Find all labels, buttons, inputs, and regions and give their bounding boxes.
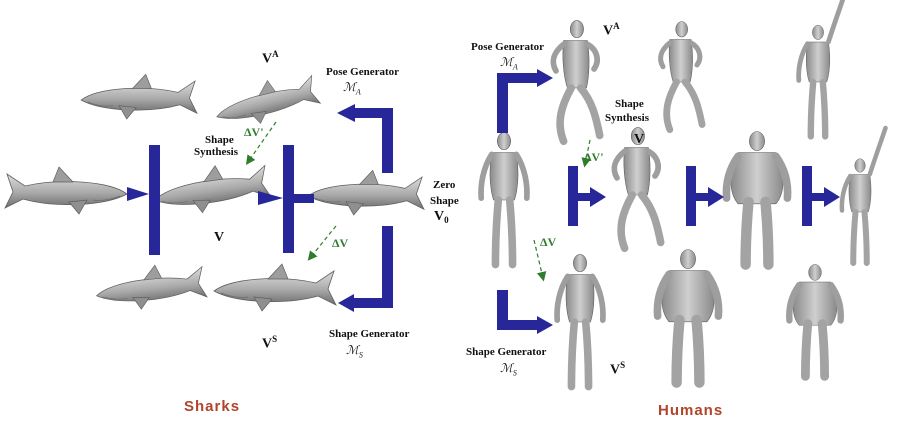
sharks-title: Sharks [184, 398, 240, 415]
sharks-pose-generator-model: ℳA [343, 80, 361, 96]
humans-delta-v-prime-label: ΔV' [584, 150, 604, 165]
humans-synth-example-2 [842, 128, 886, 263]
sharks-zero-label: Zero [433, 179, 455, 191]
humans-shape-example-2 [789, 264, 840, 376]
sharks-v-label: V [214, 230, 224, 246]
sharks-delta-v-prime-label: ΔV' [244, 125, 264, 140]
sharks-zero-shape-shark [308, 170, 424, 215]
sharks-shape-generator-model: ℳS [346, 343, 363, 359]
humans-bracket-1 [568, 166, 606, 226]
humans-title: Humans [658, 402, 723, 419]
humans-pose-example-1 [661, 22, 702, 130]
sharks-v0-label: V0 [434, 209, 449, 225]
humans-va-label: VA [603, 21, 620, 40]
sharks-shape-generator-label: Shape Generator [329, 328, 409, 340]
sharks-zero-shape-label: Shape [430, 195, 459, 207]
humans-vs-human [557, 255, 603, 387]
sharks-va-label: VA [262, 49, 279, 68]
sharks-pose-bracket [337, 104, 393, 173]
humans-delta-v-label: ΔV [540, 235, 556, 250]
sharks-vs-label: VS [262, 334, 277, 353]
humans-shape-example-1 [657, 250, 718, 383]
humans-pose-bracket [497, 69, 553, 133]
humans-shape-generator-model: ℳS [500, 361, 517, 377]
sharks-shape-synthesis-line2: Synthesis [194, 146, 238, 158]
sharks-left-bracket [127, 145, 160, 255]
humans-shape-bracket [497, 290, 553, 334]
humans-pose-generator-model: ℳA [500, 55, 518, 71]
humans-pose-example-2 [799, 0, 846, 136]
humans-zero-shape-human [481, 133, 527, 265]
humans-bracket-3 [802, 166, 840, 226]
sharks-mid-bracket [258, 145, 314, 253]
humans-va-human [553, 21, 599, 142]
sharks-shape-example-shark [94, 260, 208, 314]
humans-vs-label: VS [610, 360, 625, 379]
sharks-input-shark [5, 167, 127, 214]
humans-shape-synthesis-line1: Shape [615, 98, 644, 110]
humans-pose-generator-label: Pose Generator [471, 41, 544, 53]
humans-shape-generator-label: Shape Generator [466, 346, 546, 358]
sharks-pose-example-shark [81, 74, 197, 119]
sharks-pose-generator-label: Pose Generator [326, 66, 399, 78]
humans-v-label: V [634, 132, 644, 148]
humans-shape-synthesis-line2: Synthesis [605, 112, 649, 124]
humans-synth-example-1 [726, 132, 787, 265]
sharks-delta-v-label: ΔV [332, 236, 348, 251]
humans-bracket-2 [686, 166, 724, 226]
sharks-va-shark [211, 69, 321, 133]
sharks-v-shark [151, 159, 272, 219]
sharks-vs-shark [214, 264, 336, 311]
sharks-shape-synthesis-line1: Shape [205, 134, 234, 146]
